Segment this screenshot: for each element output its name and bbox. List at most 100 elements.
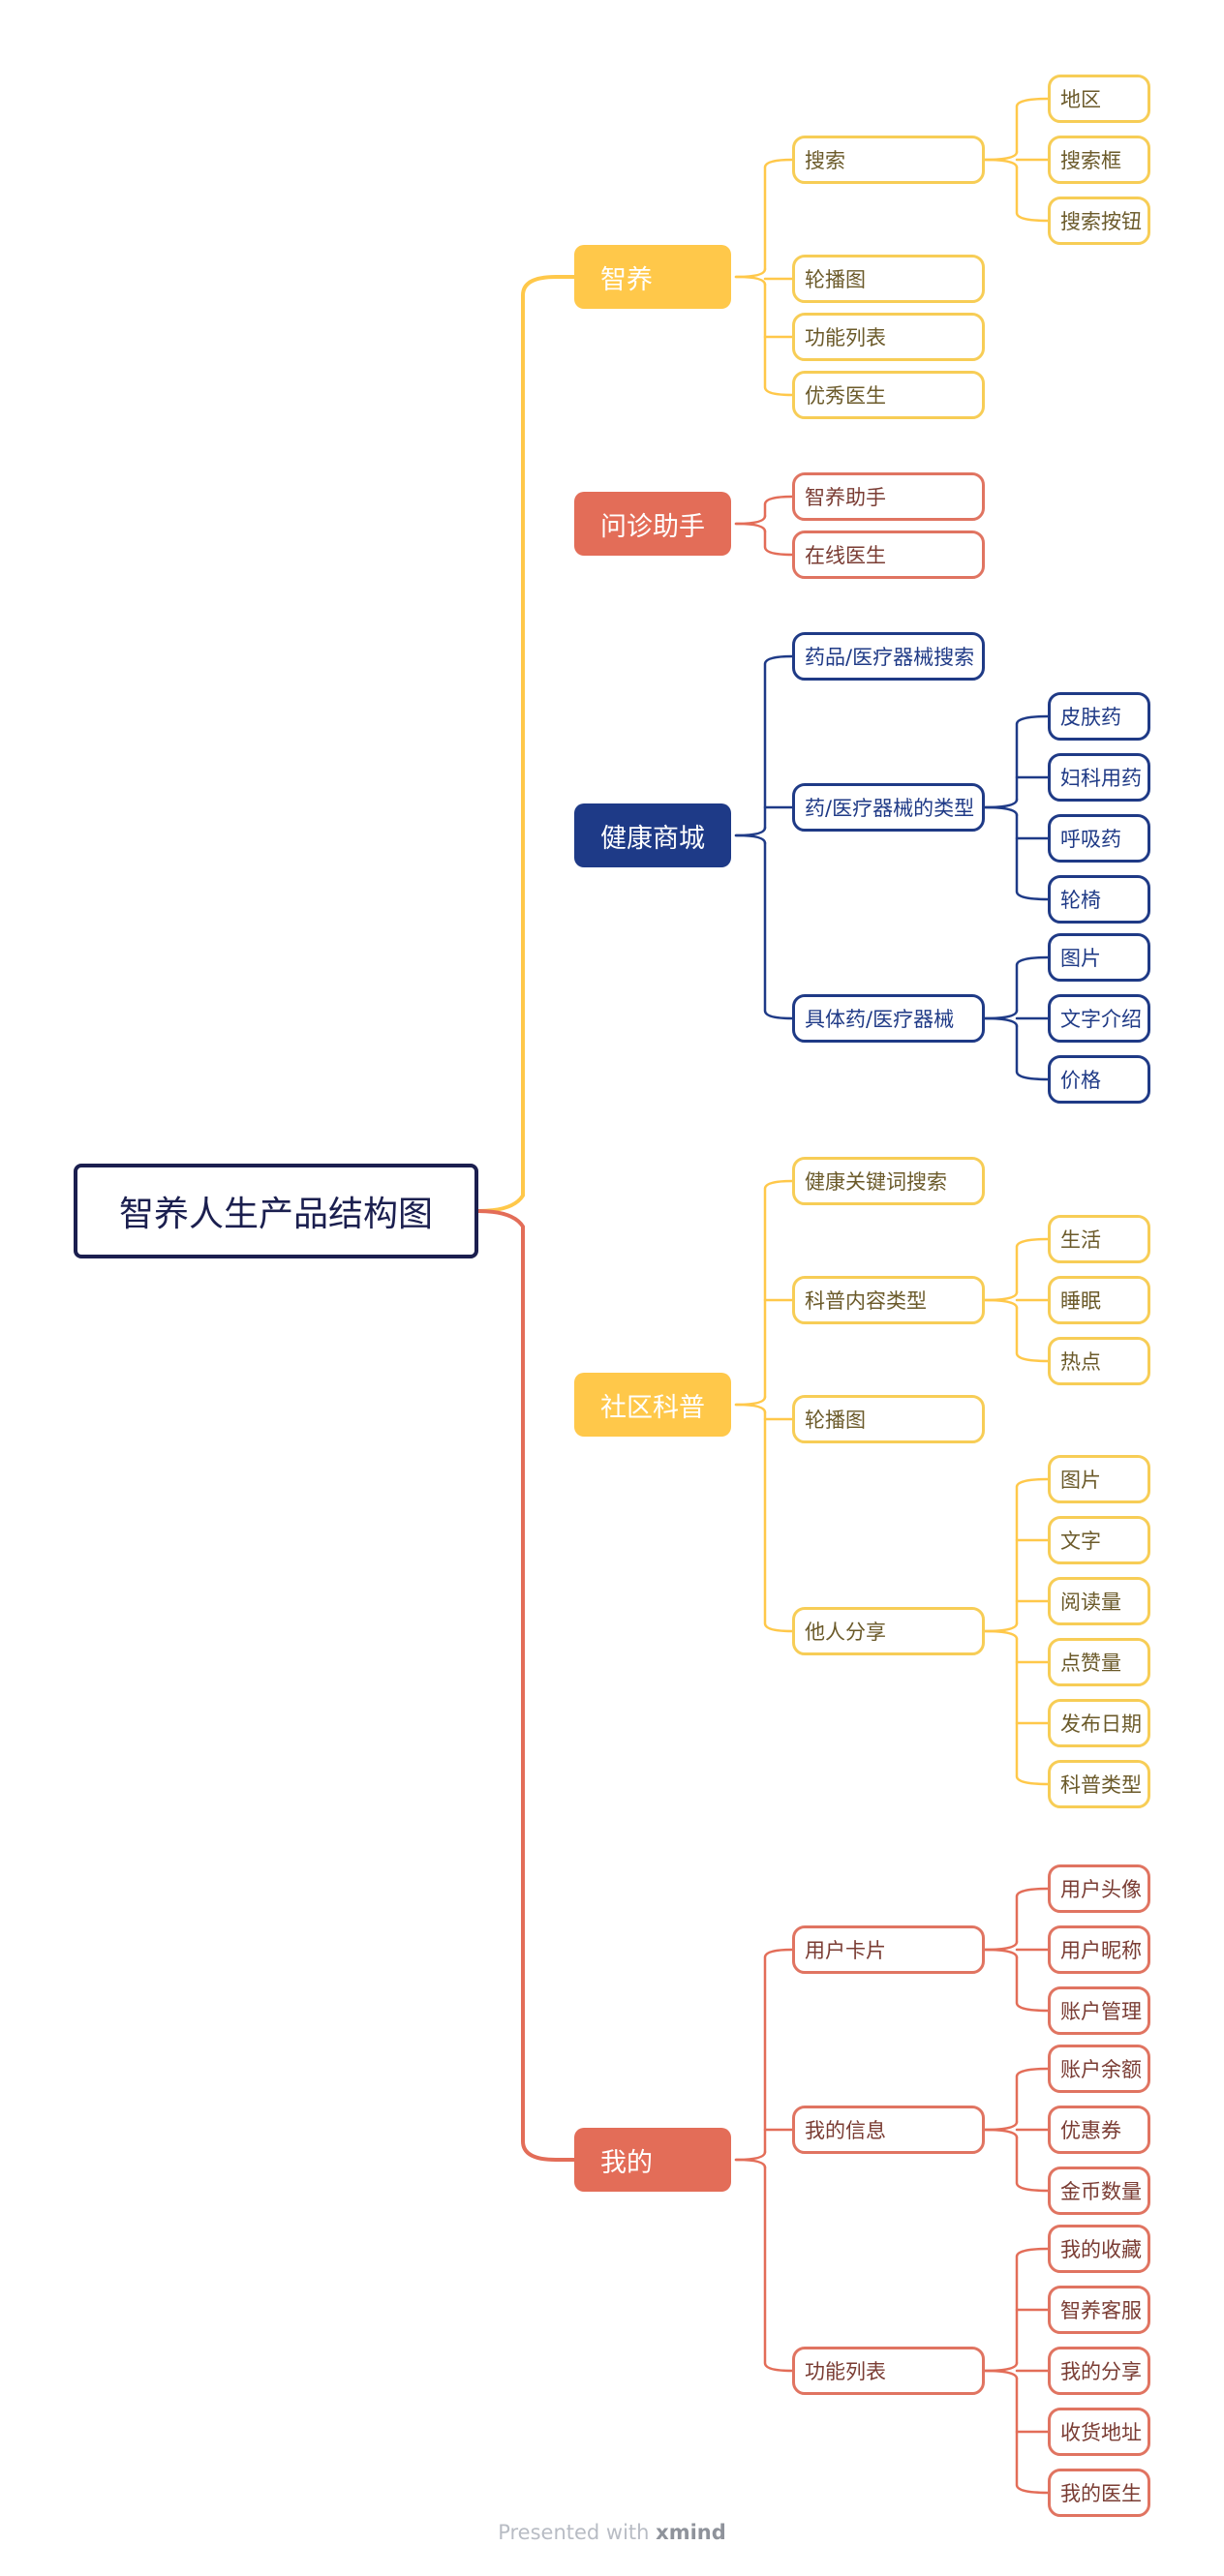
subtopic[interactable]: 功能列表 <box>792 2347 985 2395</box>
subtopic[interactable]: 用户卡片 <box>792 1925 985 1974</box>
subtopic[interactable]: 轮播图 <box>792 255 985 303</box>
connector-line <box>734 267 767 279</box>
connector-line <box>983 1948 1019 1959</box>
leaf-topic[interactable]: 文字介绍 <box>1048 994 1150 1043</box>
leaf-topic[interactable]: 优惠券 <box>1048 2106 1150 2154</box>
leaf-topic[interactable]: 我的收藏 <box>1048 2225 1150 2273</box>
connector-line <box>763 1179 794 1399</box>
leaf-topic[interactable]: 生活 <box>1048 1215 1150 1263</box>
branch-topic[interactable]: 问诊助手 <box>574 492 731 556</box>
branch-topic[interactable]: 智养 <box>574 245 731 309</box>
connector-line <box>763 1948 794 2154</box>
leaf-topic[interactable]: 点赞量 <box>1048 1638 1150 1686</box>
connector-line <box>1015 97 1050 154</box>
presented-with-footer: Presented with xmind <box>0 2521 1224 2544</box>
connector-line <box>983 1629 1019 1641</box>
connector-line <box>763 158 794 271</box>
connector-line <box>763 495 794 518</box>
connector-line <box>1015 1637 1050 1786</box>
connector-line <box>763 283 794 397</box>
connector-line <box>1015 2377 1050 2495</box>
connector-line <box>734 2150 767 2162</box>
leaf-topic[interactable]: 搜索框 <box>1048 136 1150 184</box>
leaf-topic[interactable]: 账户余额 <box>1048 2045 1150 2093</box>
leaf-topic[interactable]: 热点 <box>1048 1337 1150 1385</box>
connector-line <box>983 150 1019 162</box>
connector-line <box>763 2166 794 2373</box>
connector-line <box>1015 1955 1050 2013</box>
connector-line <box>1015 2247 1050 2365</box>
footer-prefix: Presented with <box>498 2521 650 2544</box>
connector-line <box>734 833 767 845</box>
leaf-topic[interactable]: 账户管理 <box>1048 1986 1150 2035</box>
leaf-topic[interactable]: 收货地址 <box>1048 2408 1150 2456</box>
connector-line <box>983 805 1019 817</box>
leaf-topic[interactable]: 轮椅 <box>1048 875 1150 924</box>
connector-line <box>1015 1887 1050 1944</box>
connector-line <box>763 530 794 557</box>
leaf-topic[interactable]: 地区 <box>1048 75 1150 123</box>
subtopic[interactable]: 轮播图 <box>792 1395 985 1443</box>
connector-line <box>763 654 794 830</box>
branch-topic[interactable]: 健康商城 <box>574 803 731 867</box>
branch-topic[interactable]: 社区科普 <box>574 1373 731 1437</box>
leaf-topic[interactable]: 妇科用药 <box>1048 753 1150 802</box>
connector-line <box>1015 2136 1050 2193</box>
connector-line <box>983 2369 1019 2380</box>
connector-line <box>734 514 767 526</box>
subtopic[interactable]: 药品/医疗器械搜索 <box>792 632 985 681</box>
root-topic[interactable]: 智养人生产品结构图 <box>74 1164 478 1258</box>
leaf-topic[interactable]: 科普类型 <box>1048 1760 1150 1808</box>
subtopic[interactable]: 健康关键词搜索 <box>792 1157 985 1205</box>
connector-line <box>1015 1237 1050 1294</box>
subtopic[interactable]: 搜索 <box>792 136 985 184</box>
connector-line <box>734 275 767 287</box>
connector-line <box>983 1009 1019 1020</box>
connector-line <box>983 1290 1019 1302</box>
subtopic[interactable]: 我的信息 <box>792 2106 985 2154</box>
subtopic[interactable]: 药/医疗器械的类型 <box>792 783 985 832</box>
connector-line <box>983 2128 1019 2139</box>
connector-line <box>476 275 576 1213</box>
xmind-logo-text: xmind <box>656 2521 726 2544</box>
subtopic[interactable]: 在线医生 <box>792 530 985 579</box>
connector-line <box>1015 1306 1050 1363</box>
leaf-topic[interactable]: 发布日期 <box>1048 1699 1150 1747</box>
branch-topic[interactable]: 我的 <box>574 2128 731 2192</box>
connector-line <box>1015 166 1050 223</box>
subtopic[interactable]: 智养助手 <box>792 472 985 521</box>
connector-line <box>983 1298 1019 1310</box>
leaf-topic[interactable]: 用户昵称 <box>1048 1925 1150 1974</box>
subtopic[interactable]: 功能列表 <box>792 313 985 361</box>
leaf-topic[interactable]: 搜索按钮 <box>1048 197 1150 245</box>
leaf-topic[interactable]: 用户头像 <box>1048 1864 1150 1913</box>
connector-line <box>983 1016 1019 1028</box>
leaf-topic[interactable]: 睡眠 <box>1048 1276 1150 1324</box>
leaf-topic[interactable]: 阅读量 <box>1048 1577 1150 1625</box>
leaf-topic[interactable]: 我的医生 <box>1048 2469 1150 2517</box>
leaf-topic[interactable]: 智养客服 <box>1048 2286 1150 2334</box>
connector-line <box>1015 714 1050 802</box>
subtopic[interactable]: 他人分享 <box>792 1607 985 1655</box>
connector-line <box>983 1940 1019 1952</box>
connector-line <box>476 1209 576 2162</box>
connector-line <box>734 826 767 837</box>
leaf-topic[interactable]: 文字 <box>1048 1516 1150 1564</box>
subtopic[interactable]: 科普内容类型 <box>792 1276 985 1324</box>
leaf-topic[interactable]: 金币数量 <box>1048 2167 1150 2215</box>
leaf-topic[interactable]: 图片 <box>1048 1455 1150 1503</box>
connector-line <box>983 1621 1019 1633</box>
connector-line <box>734 1403 767 1414</box>
leaf-topic[interactable]: 呼吸药 <box>1048 814 1150 863</box>
leaf-topic[interactable]: 我的分享 <box>1048 2347 1150 2395</box>
leaf-topic[interactable]: 图片 <box>1048 933 1150 982</box>
leaf-topic[interactable]: 价格 <box>1048 1055 1150 1104</box>
subtopic[interactable]: 具体药/医疗器械 <box>792 994 985 1043</box>
connector-line <box>763 1410 794 1633</box>
connector-line <box>983 2361 1019 2373</box>
subtopic[interactable]: 优秀医生 <box>792 371 985 419</box>
leaf-topic[interactable]: 皮肤药 <box>1048 692 1150 741</box>
connector-line <box>763 841 794 1020</box>
